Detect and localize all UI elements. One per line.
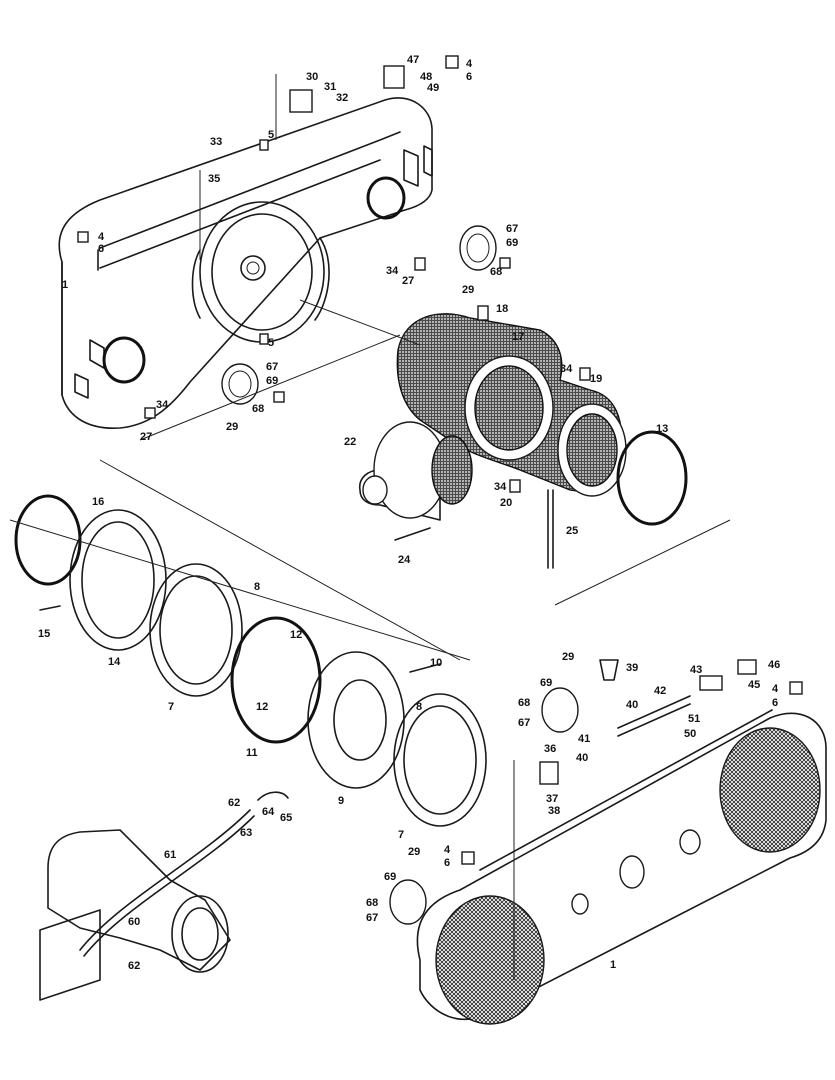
lower-gear-case (389, 659, 827, 1025)
callout-labels: 47 4 6 48 49 30 31 32 33 35 5 4 6 1 5 34… (38, 54, 780, 972)
callout-27: 27 (140, 431, 152, 443)
callout-60: 60 (128, 916, 140, 928)
callout-11: 11 (246, 747, 258, 759)
callout-4: 4 (466, 58, 473, 70)
callout-40: 40 (576, 752, 588, 764)
callout-67: 67 (518, 717, 530, 729)
assembly-lines (9, 74, 731, 980)
callout-6: 6 (444, 857, 450, 869)
callout-67: 67 (366, 912, 378, 924)
callout-5: 5 (268, 129, 274, 141)
callout-12: 12 (256, 701, 268, 713)
callout-32: 32 (336, 92, 348, 104)
callout-4: 4 (98, 231, 105, 243)
callout-69: 69 (540, 677, 552, 689)
callout-7: 7 (398, 829, 404, 841)
callout-6: 6 (772, 697, 778, 709)
callout-4: 4 (444, 844, 451, 856)
callout-24: 24 (398, 554, 411, 566)
callout-49: 49 (427, 82, 439, 94)
callout-38: 38 (548, 805, 560, 817)
callout-16: 16 (92, 496, 104, 508)
callout-15: 15 (38, 628, 50, 640)
callout-36: 36 (544, 743, 556, 755)
callout-68: 68 (490, 266, 502, 278)
callout-30: 30 (306, 71, 318, 83)
callout-41: 41 (578, 733, 590, 745)
callout-47: 47 (407, 54, 419, 66)
callout-68: 68 (252, 403, 264, 415)
callout-13: 13 (656, 423, 668, 435)
axle-housing-lower-left (39, 791, 289, 1001)
callout-39: 39 (626, 662, 638, 674)
brake-disc-stack (14, 494, 487, 827)
callout-31: 31 (324, 81, 336, 93)
callout-25: 25 (566, 525, 578, 537)
callout-69: 69 (384, 871, 396, 883)
callout-65: 65 (280, 812, 292, 824)
callout-20: 20 (500, 497, 512, 509)
callout-48: 48 (420, 71, 432, 83)
callout-9: 9 (338, 795, 344, 807)
callout-8: 8 (416, 701, 422, 713)
callout-22: 22 (344, 436, 356, 448)
callout-34: 34 (386, 265, 399, 277)
callout-63: 63 (240, 827, 252, 839)
callout-12: 12 (290, 629, 302, 641)
callout-46: 46 (768, 659, 780, 671)
callout-4: 4 (772, 683, 779, 695)
callout-62: 62 (128, 960, 140, 972)
callout-29: 29 (408, 846, 420, 858)
callout-14: 14 (108, 656, 121, 668)
callout-51: 51 (688, 713, 700, 725)
callout-29: 29 (462, 284, 474, 296)
callout-1: 1 (62, 279, 68, 291)
callout-17: 17 (512, 331, 524, 343)
callout-50: 50 (684, 728, 696, 740)
callout-67: 67 (266, 361, 278, 373)
differential-housing (358, 305, 688, 569)
callout-10: 10 (430, 657, 442, 669)
callout-1: 1 (610, 959, 616, 971)
callout-6: 6 (466, 71, 472, 83)
callout-69: 69 (506, 237, 518, 249)
callout-34: 34 (494, 481, 507, 493)
callout-19: 19 (590, 373, 602, 385)
callout-18: 18 (496, 303, 508, 315)
callout-40: 40 (626, 699, 638, 711)
callout-29: 29 (562, 651, 574, 663)
callout-37: 37 (546, 793, 558, 805)
callout-33: 33 (210, 136, 222, 148)
callout-68: 68 (518, 697, 530, 709)
callout-64: 64 (262, 806, 275, 818)
callout-69: 69 (266, 375, 278, 387)
callout-61: 61 (164, 849, 176, 861)
callout-62: 62 (228, 797, 240, 809)
callout-42: 42 (654, 685, 666, 697)
callout-8: 8 (254, 581, 260, 593)
callout-34: 34 (560, 363, 573, 375)
callout-5: 5 (268, 337, 274, 349)
callout-6: 6 (98, 243, 104, 255)
callout-68: 68 (366, 897, 378, 909)
callout-29: 29 (226, 421, 238, 433)
callout-43: 43 (690, 664, 702, 676)
callout-45: 45 (748, 679, 760, 691)
upper-gear-case (58, 55, 511, 429)
callout-67: 67 (506, 223, 518, 235)
callout-27: 27 (402, 275, 414, 287)
callout-7: 7 (168, 701, 174, 713)
callout-35: 35 (208, 173, 220, 185)
callout-34: 34 (156, 399, 169, 411)
